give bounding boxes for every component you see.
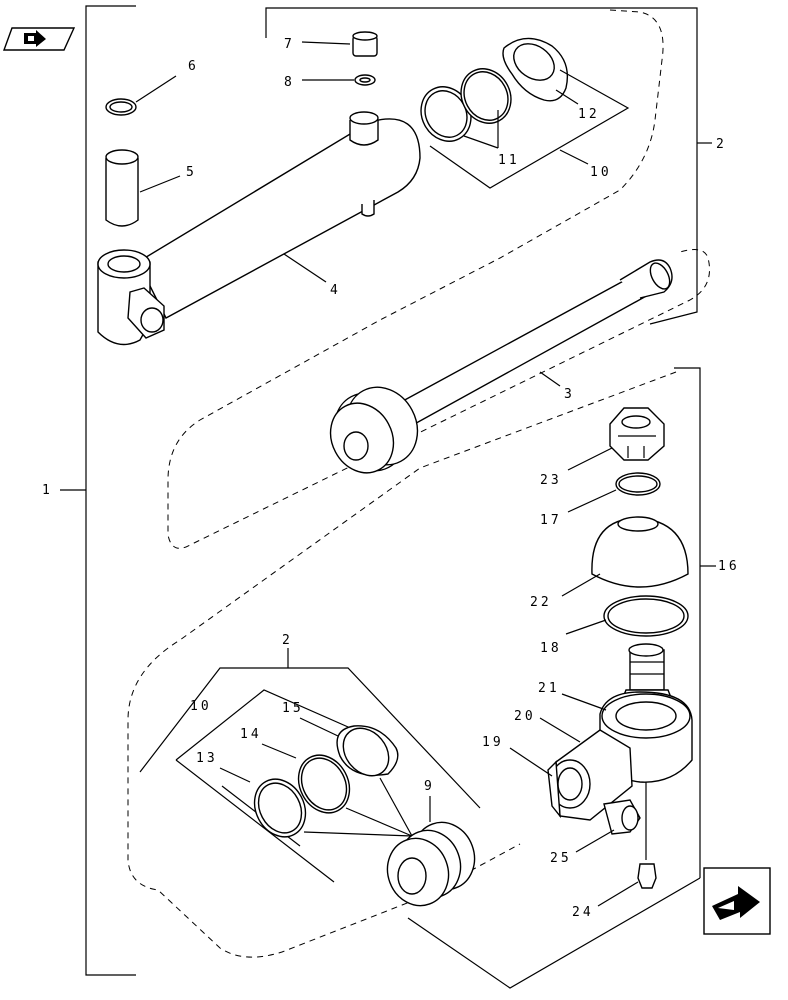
part-clamp-body <box>509 717 647 860</box>
dashed-outline-cylinder-group <box>167 9 710 549</box>
callout-23: 23 <box>540 473 562 488</box>
callout-25: 25 <box>550 851 572 866</box>
part-grease-fitting <box>597 863 657 907</box>
callout-5: 5 <box>186 165 197 180</box>
callout-11: 11 <box>498 153 520 168</box>
part-piston-rod <box>329 259 673 474</box>
part-washer <box>302 74 376 86</box>
part-snap-ring <box>567 472 661 513</box>
part-cylinder-barrel <box>97 111 421 346</box>
bracket-ball-joint <box>407 367 716 989</box>
callout-16: 16 <box>718 559 740 574</box>
part-retaining-ring <box>565 595 689 637</box>
callout-14: 14 <box>240 727 262 742</box>
back-page-icon[interactable] <box>3 27 76 51</box>
callout-10-lower: 10 <box>190 699 212 714</box>
callout-19: 19 <box>482 735 504 750</box>
callout-20: 20 <box>514 709 536 724</box>
next-page-icon[interactable] <box>703 867 771 935</box>
callout-2-upper: 2 <box>716 137 727 152</box>
callout-10-upper: 10 <box>590 165 612 180</box>
callout-1: 1 <box>42 483 53 498</box>
part-o-ring-small <box>105 75 177 116</box>
callout-18: 18 <box>540 641 562 656</box>
callout-22: 22 <box>530 595 552 610</box>
callout-12: 12 <box>578 107 600 122</box>
callout-4: 4 <box>330 283 341 298</box>
callout-7: 7 <box>284 37 295 52</box>
callout-15: 15 <box>282 701 304 716</box>
part-sleeve <box>105 149 181 227</box>
callout-3: 3 <box>564 387 575 402</box>
bracket-seal-kit-upper <box>265 7 712 325</box>
callout-8: 8 <box>284 75 295 90</box>
callout-13: 13 <box>196 751 218 766</box>
part-seal-group-lower <box>219 717 413 838</box>
callout-6: 6 <box>188 59 199 74</box>
callout-9: 9 <box>424 779 435 794</box>
part-seal-group-top <box>420 37 630 189</box>
callout-21: 21 <box>538 681 560 696</box>
bracket-assembly <box>60 5 136 976</box>
part-castle-nut <box>567 407 665 471</box>
part-dust-boot <box>561 516 689 597</box>
callout-24: 24 <box>572 905 594 920</box>
dashed-outline-seal-kit-lower <box>127 371 677 958</box>
part-piston <box>386 796 476 907</box>
callout-2-lower: 2 <box>282 633 293 648</box>
callout-17: 17 <box>540 513 562 528</box>
bracket-seal-kit-lower <box>139 648 481 883</box>
part-plug <box>301 31 378 57</box>
